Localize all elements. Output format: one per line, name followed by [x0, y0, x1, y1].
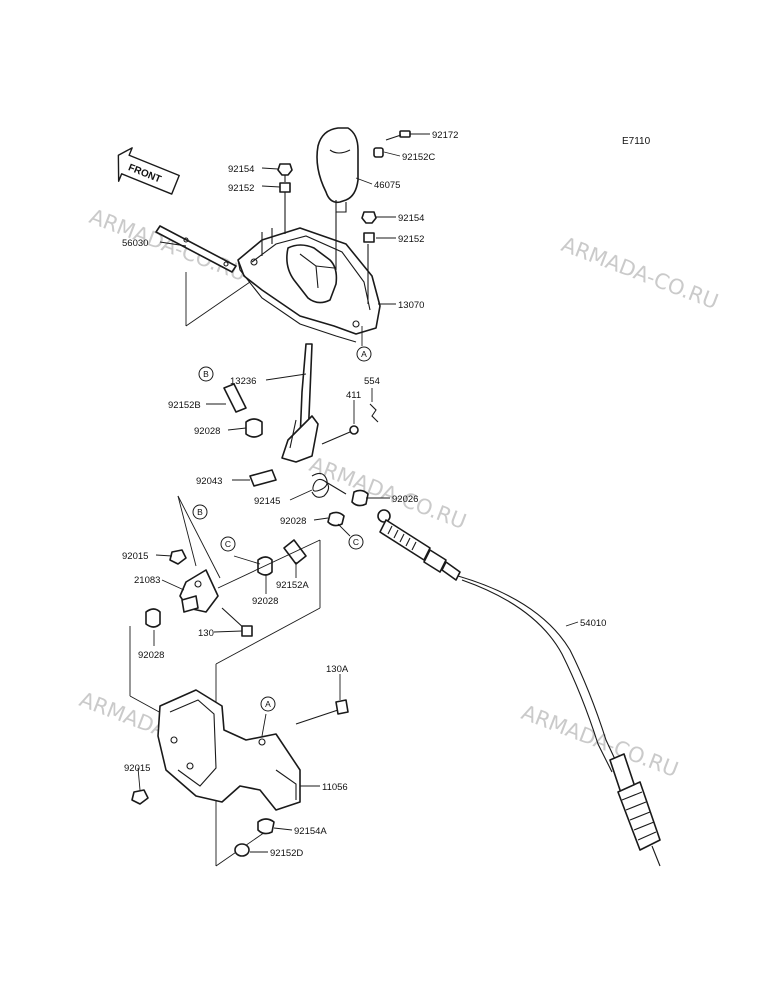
label-13070: 13070: [398, 300, 424, 311]
bolt-92154A: [257, 818, 275, 835]
clip-92026: [351, 489, 369, 507]
bolt-92154-mid: [361, 211, 377, 224]
label-92152D: 92152D: [270, 848, 303, 859]
spring-92145: [311, 472, 347, 498]
bolt-92154-top: [277, 163, 293, 182]
part-labels: 92172 92152C 46075 92154 92152 92154 921…: [122, 130, 606, 859]
bushing-92028-d: [145, 608, 161, 628]
callout-C-mid: C: [348, 534, 364, 550]
washer-411: [349, 425, 359, 435]
bolt-92172: [385, 130, 411, 141]
base-bracket-11056: [157, 689, 301, 811]
label-92043: 92043: [196, 476, 222, 487]
collar-92152-mid: [363, 232, 375, 243]
label-46075: 46075: [374, 180, 400, 191]
label-92152C: 92152C: [402, 152, 435, 163]
label-92015-a: 92015: [122, 551, 148, 562]
label-554: 554: [364, 376, 380, 387]
label-21083: 21083: [134, 575, 160, 586]
nut-92015-b: [131, 789, 149, 805]
svg-text:A: A: [265, 699, 271, 709]
label-411: 411: [346, 390, 361, 401]
label-11056: 11056: [322, 782, 348, 793]
collar-92152B: [223, 383, 247, 413]
shift-knob: [316, 127, 359, 213]
label-130: 130: [198, 628, 214, 639]
svg-text:B: B: [197, 507, 203, 517]
diagram-code: E7110: [622, 136, 651, 147]
label-130A: 130A: [326, 664, 349, 675]
bolt-130A: [295, 699, 349, 725]
label-92028-a: 92028: [194, 426, 220, 437]
label-92028-b: 92028: [280, 516, 306, 527]
label-92028-d: 92028: [138, 650, 164, 661]
nut-92015-a: [169, 549, 187, 565]
label-92152B: 92152B: [168, 400, 201, 411]
front-arrow-icon: FRONT: [117, 147, 180, 195]
label-92015-b: 92015: [124, 763, 150, 774]
label-92145: 92145: [254, 496, 280, 507]
label-92172: 92172: [432, 130, 458, 141]
collar-92152C: [373, 147, 384, 158]
callout-B-mid: B: [192, 504, 208, 520]
label-92154-mid: 92154: [398, 213, 424, 224]
label-92028-c: 92028: [252, 596, 278, 607]
callout-C-low: C: [220, 536, 236, 552]
label-92152-top: 92152: [228, 183, 254, 194]
svg-text:C: C: [353, 537, 359, 547]
pin-554: [369, 403, 379, 423]
shift-lever-13236: [281, 343, 351, 463]
label-92154A: 92154A: [294, 826, 327, 837]
strap-56030: [155, 225, 251, 327]
shift-gate-13070: [237, 192, 381, 343]
label-leaders: [137, 133, 579, 853]
watermark-5: ARMADA-CO.RU: [518, 700, 681, 782]
watermark-2: ARMADA-CO.RU: [558, 232, 721, 314]
bolt-130: [221, 607, 253, 637]
label-13236: 13236: [230, 376, 256, 387]
collar-92152-top: [279, 182, 291, 193]
label-92026: 92026: [392, 494, 418, 505]
svg-text:B: B: [203, 369, 209, 379]
label-54010: 54010: [580, 618, 606, 629]
bracket-21083: [179, 569, 219, 613]
cable-54010: [377, 509, 661, 867]
label-92154-top: 92154: [228, 164, 254, 175]
collar-92152D: [234, 843, 250, 857]
pin-92043: [249, 469, 277, 487]
bushing-92028-b: [327, 511, 345, 527]
label-92152-mid: 92152: [398, 234, 424, 245]
svg-text:A: A: [361, 349, 367, 359]
label-92152A: 92152A: [276, 580, 309, 591]
callout-A-low: A: [260, 696, 276, 712]
callout-B-top: B: [198, 366, 214, 382]
callout-A-top: A: [356, 346, 372, 362]
bushing-92028-a: [245, 418, 263, 438]
svg-text:C: C: [225, 539, 231, 549]
watermark-1: ARMADA-CO.RU: [86, 204, 249, 286]
label-56030: 56030: [122, 238, 148, 249]
